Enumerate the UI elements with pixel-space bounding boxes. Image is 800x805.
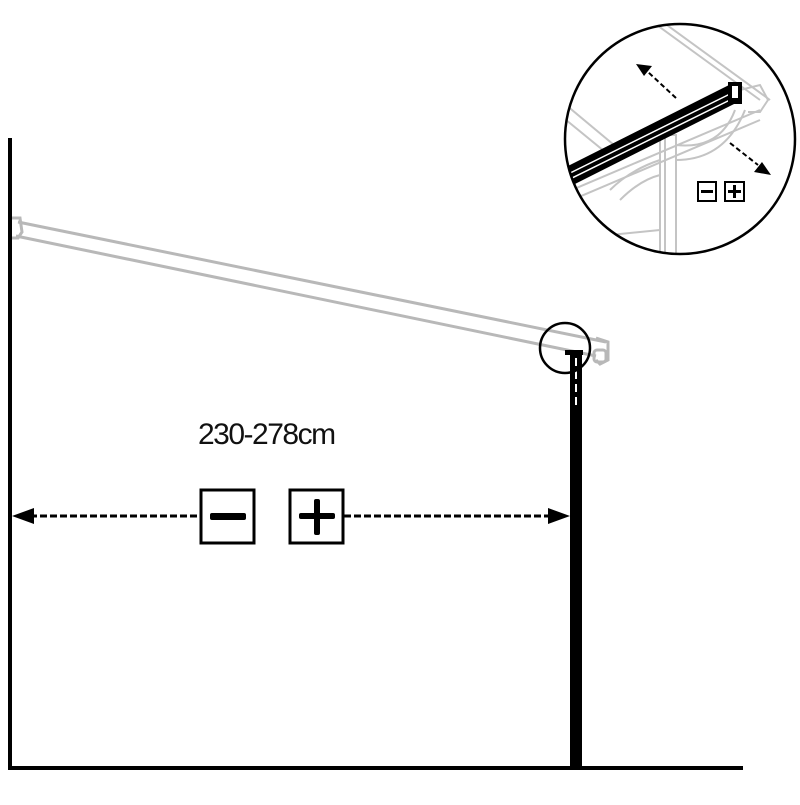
extend-arrow-up-left-icon	[636, 64, 677, 99]
arrow-right-icon	[548, 508, 570, 524]
roof-beam	[12, 216, 610, 366]
dimension-label: 230-278cm	[198, 418, 336, 451]
minus-icon	[199, 488, 256, 545]
dimension-line	[12, 508, 570, 524]
support-post	[565, 350, 583, 770]
inset-plus-icon	[724, 181, 745, 202]
joint-highlight-circle	[538, 321, 592, 375]
detail-inset	[563, 22, 797, 256]
arrow-left-icon	[12, 508, 34, 524]
extend-arrow-down-right-icon	[729, 142, 771, 175]
inset-minus-icon	[697, 181, 717, 202]
plus-icon	[288, 488, 345, 545]
